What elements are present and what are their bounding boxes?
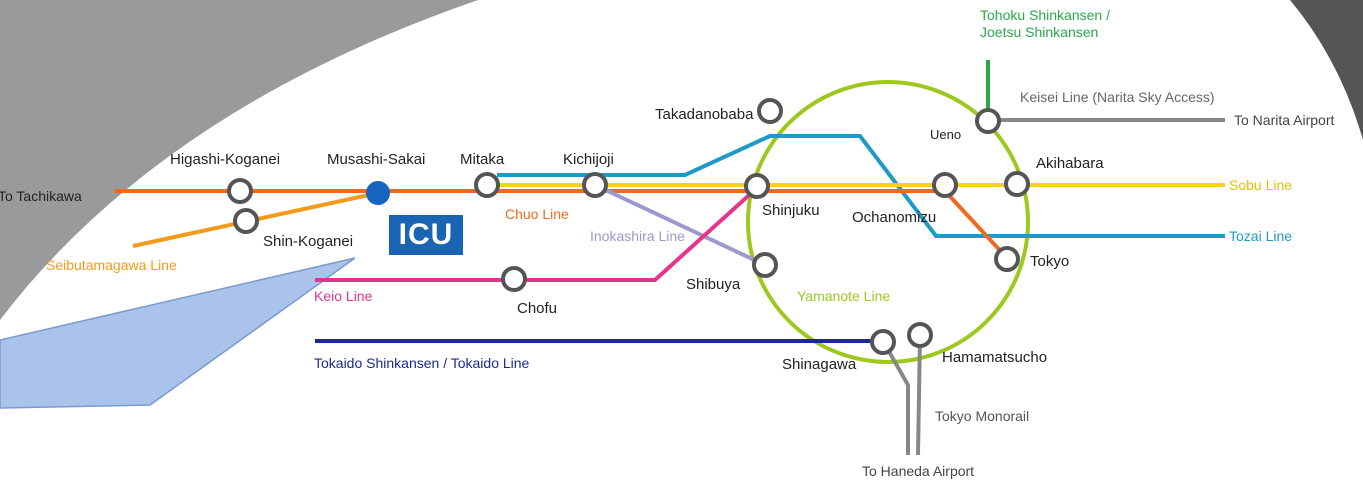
label-shin-koganei: Shin-Koganei — [263, 233, 353, 250]
label-shinjuku: Shinjuku — [762, 202, 820, 219]
label-tohoku-line-1: Tohoku Shinkansen / — [980, 7, 1110, 23]
label-shinagawa: Shinagawa — [782, 356, 857, 373]
station-shin-koganei-marker — [233, 208, 259, 234]
station-ochanomizu-marker — [932, 172, 958, 198]
station-ueno-marker — [975, 108, 1001, 134]
label-takadanobaba: Takadanobaba — [655, 106, 754, 123]
label-musashi-sakai: Musashi-Sakai — [327, 151, 425, 168]
station-higashi-koganei-marker — [227, 178, 253, 204]
label-tokaido-line: Tokaido Shinkansen / Tokaido Line — [314, 355, 530, 371]
station-chofu-marker — [501, 266, 527, 292]
station-musashi-sakai-marker — [366, 181, 390, 205]
station-shinjuku-marker — [744, 173, 770, 199]
label-shibuya: Shibuya — [686, 276, 741, 293]
label-yamanote-line: Yamanote Line — [797, 288, 890, 304]
station-tokyo-marker — [994, 246, 1020, 272]
label-akihabara: Akihabara — [1036, 155, 1104, 172]
label-monorail: Tokyo Monorail — [935, 408, 1029, 424]
frame-corner-right — [1290, 0, 1363, 140]
label-to-haneda: To Haneda Airport — [862, 463, 974, 479]
label-mitaka: Mitaka — [460, 151, 505, 168]
label-kichijoji: Kichijoji — [563, 151, 614, 168]
label-tokyo: Tokyo — [1030, 253, 1069, 270]
label-sobu-line: Sobu Line — [1229, 177, 1292, 193]
station-mitaka-marker — [474, 172, 500, 198]
haneda-line-b — [916, 335, 922, 456]
station-shibuya-marker — [752, 252, 778, 278]
station-akihabara-marker — [1004, 171, 1030, 197]
station-markers — [227, 98, 1030, 355]
keio-line — [315, 186, 759, 282]
icu-callout — [0, 257, 356, 409]
station-hamamatsucho-marker — [907, 322, 933, 348]
label-chuo-line: Chuo Line — [505, 206, 569, 222]
label-inokashira-line: Inokashira Line — [590, 228, 685, 244]
yamanote-line — [746, 80, 1030, 364]
label-to-narita: To Narita Airport — [1234, 112, 1334, 128]
label-higashi-koganei: Higashi-Koganei — [170, 151, 280, 168]
label-keisei-line: Keisei Line (Narita Sky Access) — [1020, 89, 1215, 105]
label-chofu: Chofu — [517, 300, 557, 317]
label-tozai-line: Tozai Line — [1229, 228, 1292, 244]
label-tohoku-line-2: Joetsu Shinkansen — [980, 24, 1098, 40]
label-seibutamagawa-line: Seibutamagawa Line — [46, 257, 177, 273]
frame-corner-left — [0, 0, 478, 320]
label-ueno: Ueno — [930, 127, 961, 142]
label-to-tachikawa: To Tachikawa — [0, 188, 82, 204]
station-shinagawa-marker — [870, 329, 896, 355]
station-takadanobaba-marker — [757, 98, 783, 124]
haneda-line-a — [881, 340, 910, 455]
station-kichijoji-marker — [582, 172, 608, 198]
label-ochanomizu: Ochanomizu — [852, 209, 936, 226]
label-hamamatsucho: Hamamatsucho — [942, 349, 1047, 366]
icu-badge: ICU — [389, 215, 463, 255]
inokashira-line — [594, 183, 766, 267]
label-keio-line: Keio Line — [314, 288, 373, 304]
